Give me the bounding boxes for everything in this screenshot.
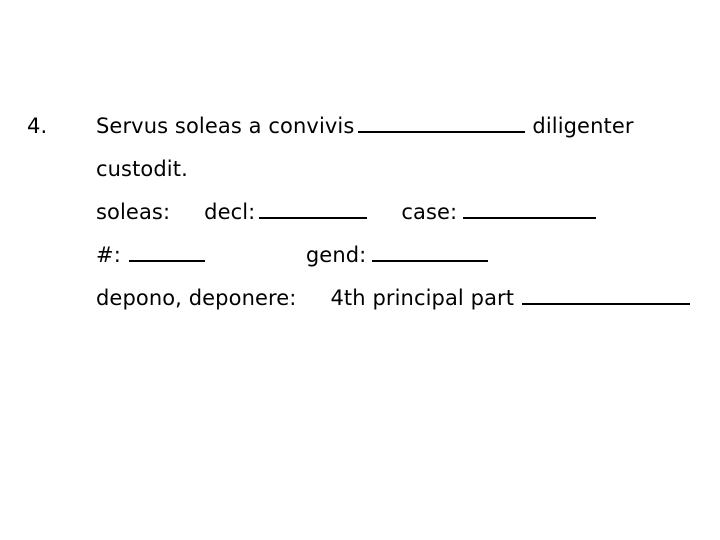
sentence-text-after-blank: diligenter [532, 114, 634, 138]
principal-part-answer-blank[interactable] [522, 284, 691, 305]
gender-answer-blank[interactable] [372, 241, 489, 262]
sentence-line-2: custodit. [96, 154, 696, 197]
sentence-line-1: Servus soleas a convivis diligenter [96, 111, 696, 154]
case-answer-blank[interactable] [463, 198, 597, 219]
case-label: case: [401, 200, 458, 224]
verb-headword-label: depono, deponere: [96, 286, 297, 310]
number-answer-blank[interactable] [128, 241, 205, 262]
decl-answer-blank[interactable] [259, 198, 368, 219]
parse-line-number-gender: #: gend: [96, 240, 696, 283]
sentence-answer-blank[interactable] [358, 112, 526, 133]
parse-line-decl-case: soleas: decl: case: [96, 197, 696, 240]
verb-line-principal-part: depono, deponere: 4th principal part [96, 283, 696, 326]
principal-part-prompt: 4th principal part [330, 286, 515, 310]
sentence-text-before-blank: Servus soleas a convivis [96, 114, 355, 138]
gender-label: gend: [305, 243, 367, 267]
parse-headword-label: soleas: [96, 200, 171, 224]
sentence-continuation-text: custodit. [96, 157, 188, 181]
question-body: Servus soleas a convivis diligenter cust… [96, 111, 696, 326]
question-number: 4. [27, 114, 48, 138]
decl-label: decl: [204, 200, 256, 224]
number-label: #: [96, 243, 121, 267]
